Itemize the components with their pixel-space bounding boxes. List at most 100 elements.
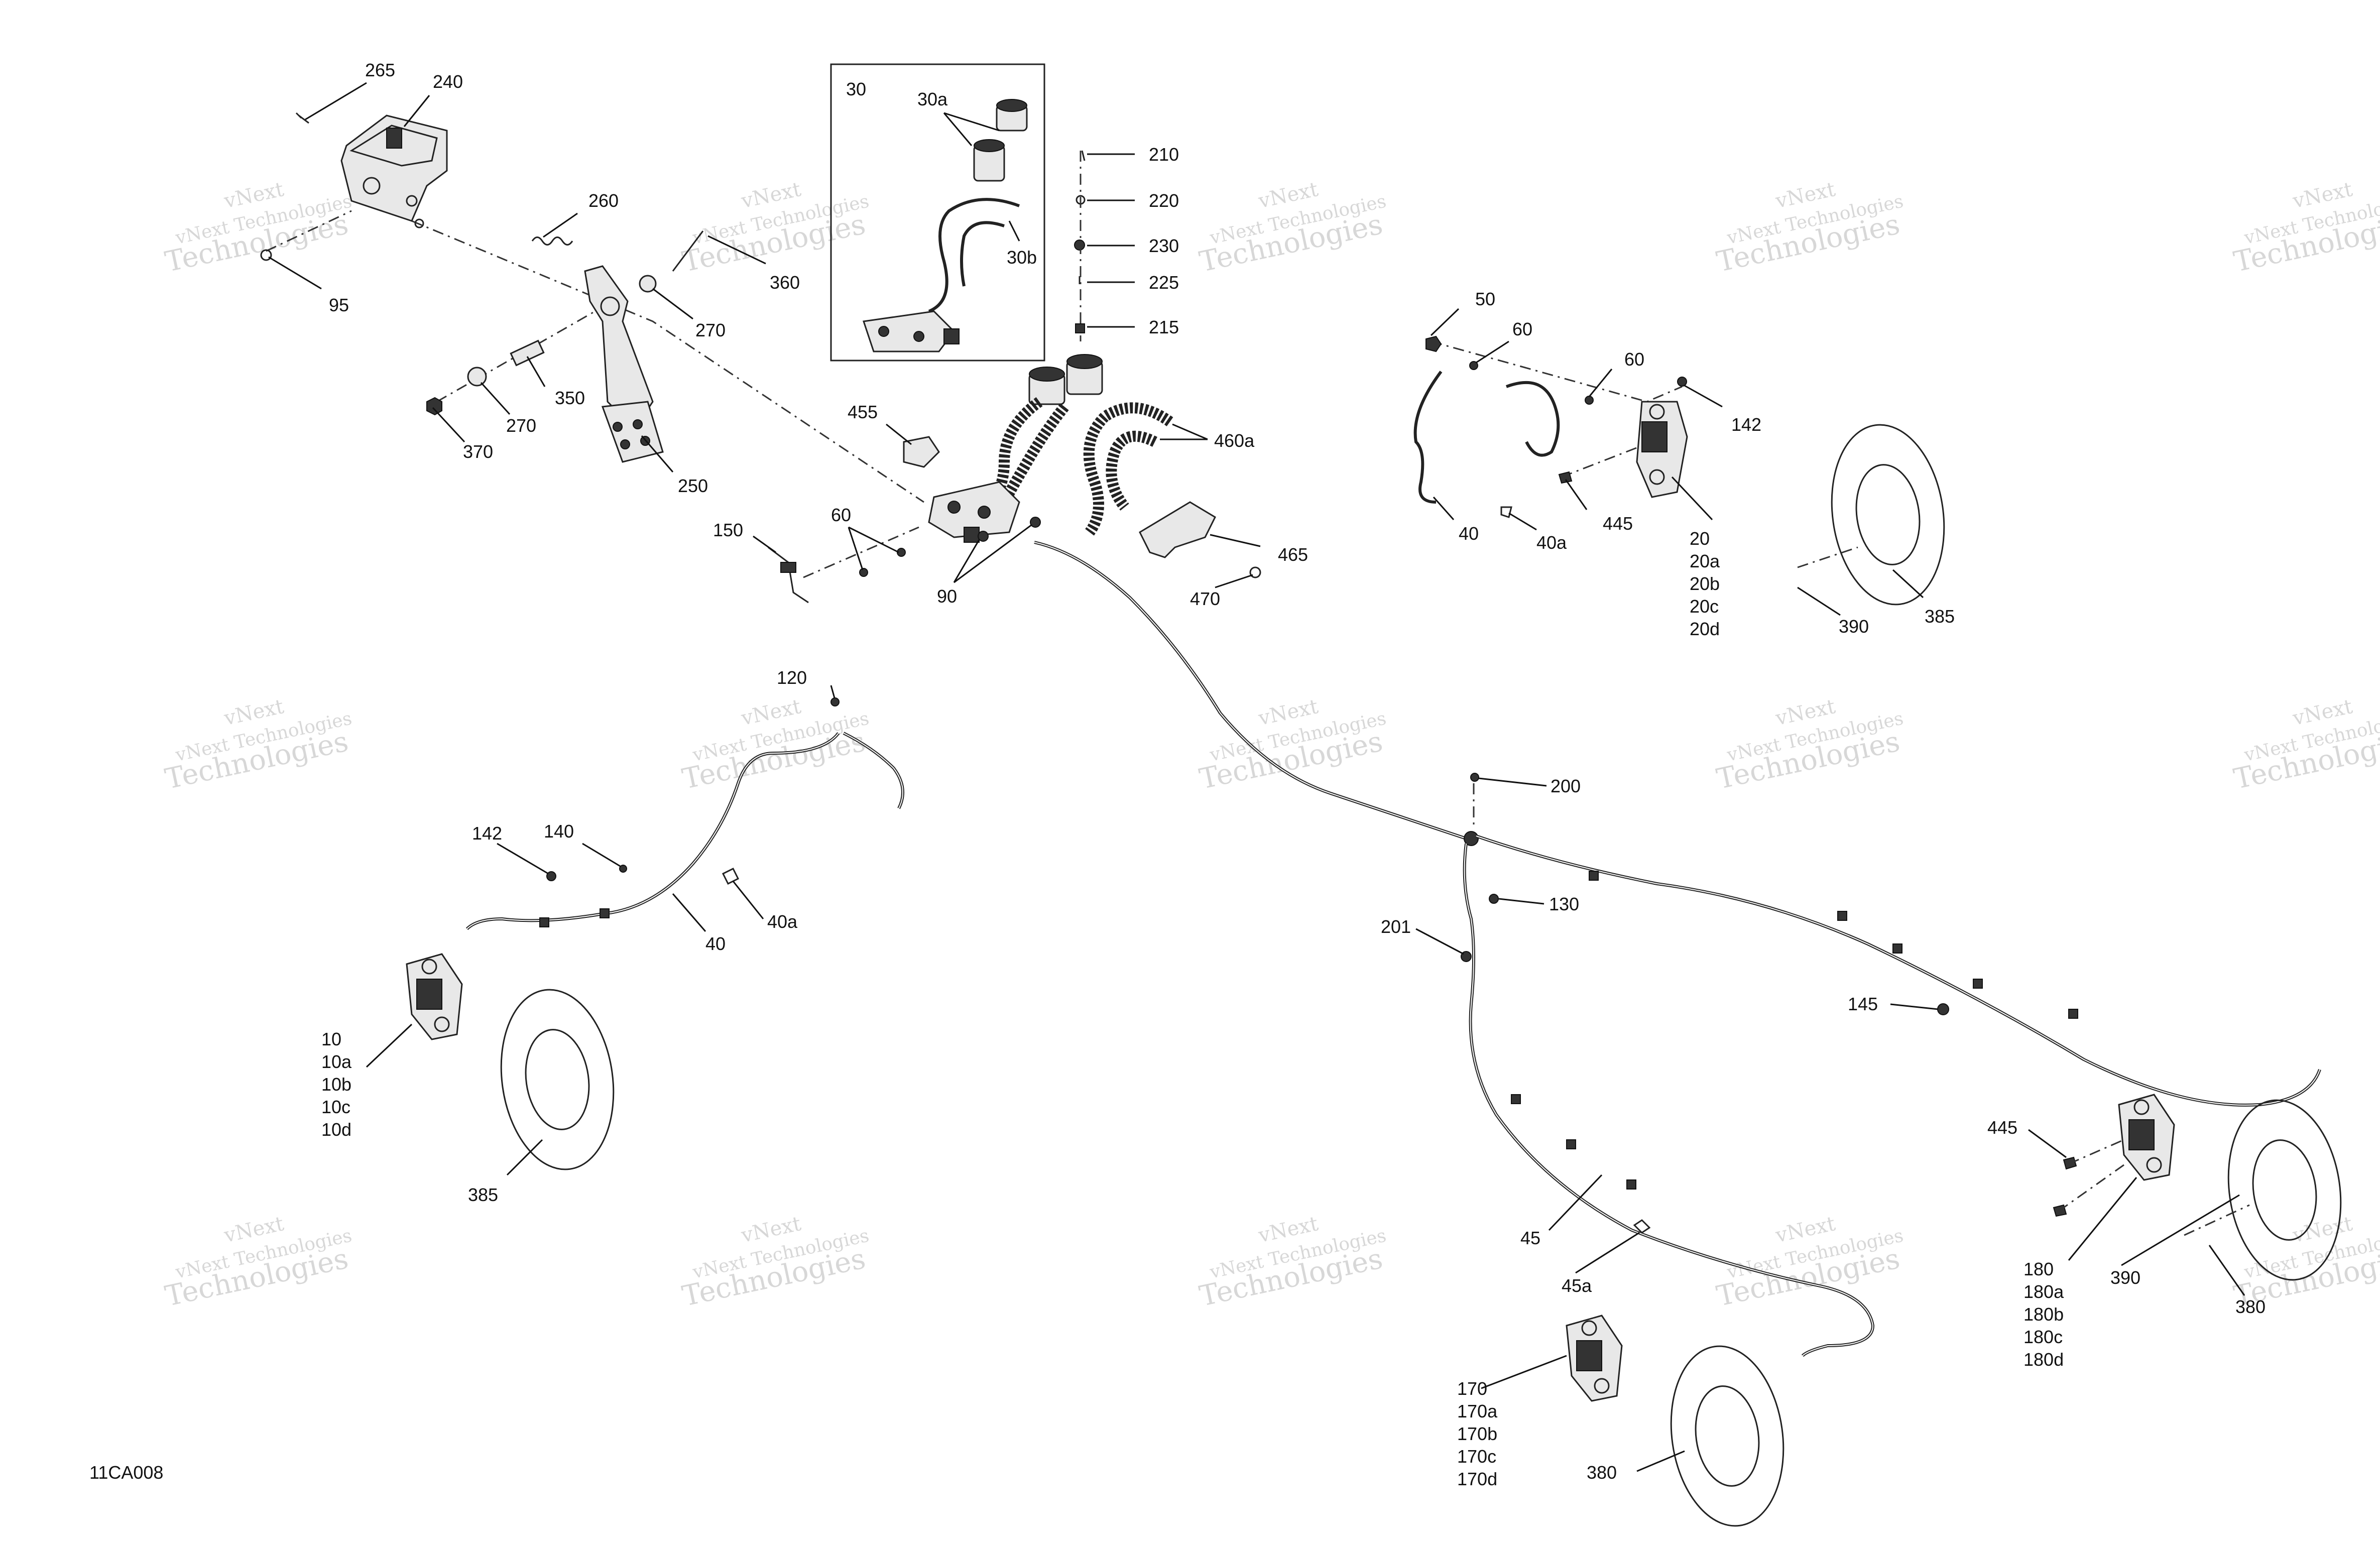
callout-20c: 20c (1690, 596, 1719, 617)
callout-60: 60 (1624, 349, 1644, 370)
bushing (639, 275, 657, 293)
main-brake-line (1034, 541, 1467, 840)
pedal-axis-line (411, 220, 924, 503)
callout-20b: 20b (1690, 573, 1720, 594)
callout-45: 45 (1520, 1228, 1540, 1248)
reservoir-cap (996, 99, 1028, 132)
bolt-142 (546, 871, 556, 881)
watermark: vNext vNext Technologies Technologies (2231, 1212, 2380, 1313)
clip-45a (1633, 1219, 1651, 1234)
line-clip (1566, 1139, 1576, 1149)
callout-370: 370 (463, 441, 493, 462)
callout-95: 95 (329, 295, 349, 315)
callout-10c: 10c (321, 1097, 350, 1117)
line-clip (1626, 1179, 1636, 1190)
disc-rear-right (2227, 1099, 2342, 1281)
disc-axis-line (1797, 546, 1858, 568)
bushing (467, 367, 487, 387)
line-clip (539, 917, 549, 927)
callout-220: 220 (1149, 190, 1179, 211)
callout-170c: 170c (1457, 1446, 1496, 1467)
brake-pedal (584, 265, 664, 463)
watermark-layer: vNext vNext Technologies Technologies vN… (162, 178, 2380, 1313)
callout-50: 50 (1475, 289, 1495, 309)
brake-lines (465, 371, 2321, 1357)
pivot-rod (672, 230, 704, 272)
callout-20: 20 (1690, 528, 1710, 549)
master-cylinder-small (863, 310, 960, 352)
reservoir-hose (960, 221, 1005, 287)
watermark: vNext vNext Technologies Technologies (679, 1212, 871, 1313)
leader-lines (268, 82, 2245, 1472)
line-clip (1973, 979, 1983, 989)
callout-465: 465 (1278, 544, 1308, 565)
reservoir-hose (928, 198, 1020, 313)
watermark: vNext vNext Technologies Technologies (1714, 695, 1905, 796)
bracket-axis-line (266, 210, 352, 252)
callout-20a: 20a (1690, 551, 1720, 571)
fittings-column (1074, 150, 1086, 341)
pin-axis-line (803, 526, 919, 578)
callout-201: 201 (1381, 916, 1411, 937)
callout-60: 60 (831, 505, 851, 525)
callout-445: 445 (1603, 513, 1633, 534)
callout-40: 40 (1459, 523, 1479, 544)
disc-axis-line (2184, 1204, 2250, 1236)
front-right-brake-line (1413, 371, 1443, 504)
callout-10b: 10b (321, 1074, 351, 1095)
callout-40: 40 (705, 933, 726, 954)
callout-180: 180 (2024, 1259, 2054, 1279)
watermark: vNext vNext Technologies Technologies (1714, 1212, 1905, 1313)
nut-60 (859, 568, 868, 577)
fitting (1081, 150, 1086, 161)
brake-light-switch-150 (768, 546, 809, 604)
callout-45a: 45a (1562, 1275, 1592, 1296)
clip-145 (1937, 1003, 1949, 1015)
callout-385: 385 (1925, 606, 1955, 627)
caliper-rear-right (2053, 1094, 2175, 1217)
callout-230: 230 (1149, 235, 1179, 256)
callout-380: 380 (2235, 1296, 2266, 1317)
callout-265: 265 (365, 60, 395, 80)
clip-40a (722, 867, 740, 885)
callout-10a: 10a (321, 1051, 352, 1072)
t-junction-200 (1464, 831, 1479, 846)
callout-385: 385 (468, 1184, 498, 1205)
watermark: vNext vNext Technologies Technologies (679, 695, 871, 796)
master-cylinder-assembly (768, 354, 1261, 604)
callout-120: 120 (777, 667, 807, 688)
watermark: vNext vNext Technologies Technologies (2231, 695, 2380, 796)
callout-20d: 20d (1690, 619, 1720, 639)
rear-right-brake-line (1476, 835, 2321, 1107)
bolt-90 (978, 531, 989, 542)
heat-shield-465 (1139, 501, 1216, 558)
drawing-id: 11CA008 (89, 1462, 163, 1483)
line-clip (2068, 1009, 2078, 1019)
line-clip (1837, 911, 1847, 921)
watermark: vNext vNext Technologies Technologies (1197, 178, 1388, 279)
callout-215: 215 (1149, 317, 1179, 337)
reservoir-bracket-455 (903, 436, 940, 468)
watermark: vNext vNext Technologies Technologies (162, 178, 353, 279)
callout-170: 170 (1457, 1378, 1487, 1399)
corrugated-hose-460a (1083, 402, 1173, 536)
watermark: vNext vNext Technologies Technologies (162, 695, 353, 796)
watermark: vNext vNext Technologies Technologies (679, 178, 871, 279)
callout-142: 142 (1731, 414, 1761, 435)
callout-225: 225 (1149, 272, 1179, 293)
callout-180b: 180b (2024, 1304, 2064, 1325)
callout-180a: 180a (2024, 1281, 2064, 1302)
bolt-120 (830, 697, 840, 706)
corrugated-hose-460a (1106, 430, 1157, 511)
front-right-brake-line (1505, 381, 1560, 457)
disc-front-left (500, 989, 615, 1170)
callout-390: 390 (2110, 1267, 2140, 1288)
bolt-90 (1030, 517, 1041, 528)
callout-150: 150 (713, 520, 743, 540)
return-spring (531, 236, 573, 246)
fitting (1074, 240, 1085, 251)
bolt-140 (619, 865, 627, 873)
bolt-200 (1470, 773, 1479, 782)
callout-270: 270 (506, 415, 536, 436)
